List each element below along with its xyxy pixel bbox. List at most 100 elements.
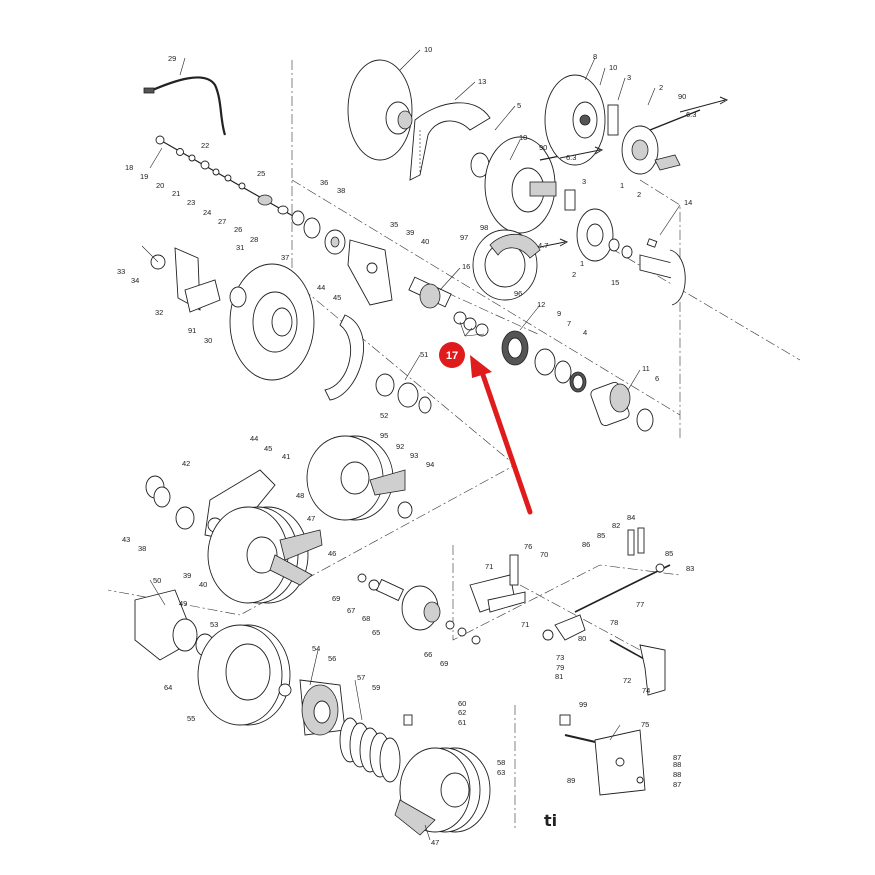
sheave-58 bbox=[394, 714, 491, 836]
part-label: 23 bbox=[187, 198, 195, 207]
hub-1-middle-right bbox=[564, 189, 633, 262]
part-label: 10 bbox=[609, 63, 617, 72]
part-label: 56 bbox=[328, 654, 336, 663]
logo-mark: ti bbox=[544, 811, 557, 830]
part-label: 70 bbox=[540, 550, 548, 559]
part-label: 69 bbox=[332, 594, 340, 603]
part-label: 64 bbox=[164, 683, 172, 692]
part-label: 21 bbox=[172, 189, 180, 198]
highlight-arrow bbox=[470, 355, 533, 515]
part-label: 67 bbox=[347, 606, 355, 615]
part-label: 14 bbox=[684, 198, 692, 207]
part-label: 63 bbox=[497, 768, 505, 777]
bracket-72-74 bbox=[609, 639, 666, 696]
part-label: 40 bbox=[421, 237, 429, 246]
direction-arrows bbox=[534, 96, 729, 249]
bushings-51-52 bbox=[375, 373, 432, 414]
part-label: 77 bbox=[636, 600, 644, 609]
sheave-92 bbox=[306, 435, 413, 521]
part-label: 45 bbox=[264, 444, 272, 453]
clutch-56 bbox=[299, 679, 346, 736]
part-label: 99 bbox=[579, 700, 587, 709]
part-label: 98 bbox=[480, 223, 488, 232]
part-label: 74 bbox=[642, 686, 650, 695]
part-label: 66 bbox=[424, 650, 432, 659]
part-label: 53 bbox=[210, 620, 218, 629]
part-label: 4 bbox=[583, 328, 587, 337]
part-label: 73 bbox=[556, 653, 564, 662]
part-label: 48 bbox=[296, 491, 304, 500]
part-label: 58 bbox=[497, 758, 505, 767]
part-label: 34 bbox=[131, 276, 139, 285]
part-label: 86 bbox=[582, 540, 590, 549]
pulley-30 bbox=[229, 263, 315, 381]
part-label: 24 bbox=[203, 208, 211, 217]
part-label: 89 bbox=[567, 776, 575, 785]
part-label: 83 bbox=[686, 564, 694, 573]
pulley-10-top bbox=[347, 59, 413, 161]
part-label: 76 bbox=[524, 542, 532, 551]
part-label: 6 bbox=[655, 374, 659, 383]
shaft-16 bbox=[408, 276, 489, 337]
bearing-12 bbox=[501, 330, 529, 366]
motor-11 bbox=[590, 381, 654, 432]
leader-lines bbox=[149, 49, 681, 841]
part-label: 37 bbox=[281, 253, 289, 262]
part-label: 20 bbox=[156, 181, 164, 190]
part-label: 47 bbox=[307, 514, 315, 523]
part-label: 59 bbox=[372, 683, 380, 692]
part-label: 2 bbox=[572, 270, 576, 279]
part-label: 18 bbox=[125, 163, 133, 172]
part-label: 79 bbox=[556, 663, 564, 672]
part-label: 46 bbox=[328, 549, 336, 558]
part-label: 91 bbox=[188, 326, 196, 335]
part-label: 8 bbox=[593, 52, 597, 61]
part-label: 1 bbox=[620, 181, 624, 190]
part-label: 15 bbox=[611, 278, 619, 287]
part-label: 26 bbox=[234, 225, 242, 234]
part-label: 87 bbox=[673, 753, 681, 762]
pulley-55 bbox=[197, 624, 292, 726]
shaft-14 bbox=[639, 238, 686, 306]
part-label: 85 bbox=[665, 549, 673, 558]
part-labels: 29 10 13 5 8 10 3 2 90 18 19 20 21 22 23… bbox=[117, 45, 696, 847]
part-label: 22 bbox=[201, 141, 209, 150]
part-label: 88 bbox=[673, 760, 681, 769]
hub-1-top-right bbox=[621, 109, 701, 175]
part-label: 69 bbox=[440, 659, 448, 668]
part-label: 2 bbox=[637, 190, 641, 199]
part-label: 80 bbox=[578, 634, 586, 643]
callout-number: 17 bbox=[446, 350, 458, 362]
part-label: 3 bbox=[582, 177, 586, 186]
part-label: 35 bbox=[390, 220, 398, 229]
part-label: 71 bbox=[485, 562, 493, 571]
part-label: 82 bbox=[612, 521, 620, 530]
part-label: 11 bbox=[642, 364, 650, 373]
part-label: 12 bbox=[537, 300, 545, 309]
part-label: 9 bbox=[557, 309, 561, 318]
part-label: 43 bbox=[122, 535, 130, 544]
part-label: 50 bbox=[153, 576, 161, 585]
pulley-97 bbox=[472, 229, 541, 301]
callout-badge-17[interactable]: 17 bbox=[439, 342, 465, 368]
part-label: 95 bbox=[380, 431, 388, 440]
pulley-10-middle bbox=[484, 136, 591, 234]
rings-9-7-4 bbox=[534, 348, 587, 393]
part-label: 25 bbox=[257, 169, 265, 178]
rod-77 bbox=[542, 527, 671, 641]
part-label: 84 bbox=[627, 513, 635, 522]
part-label: 41 bbox=[282, 452, 290, 461]
part-label: 61 bbox=[458, 718, 466, 727]
part-label: 96 bbox=[514, 289, 522, 298]
part-label: 44 bbox=[250, 434, 258, 443]
part-label: 92 bbox=[396, 442, 404, 451]
part-label: 54 bbox=[312, 644, 320, 653]
pulley-10-top-right bbox=[544, 74, 619, 166]
upper-assembly-axes bbox=[107, 60, 801, 830]
part-label: 1 bbox=[580, 259, 584, 268]
belt-13 bbox=[409, 102, 491, 181]
part-label: 4.7 bbox=[538, 241, 548, 250]
housing-49 bbox=[134, 589, 215, 661]
bracket-32-34 bbox=[141, 245, 221, 313]
